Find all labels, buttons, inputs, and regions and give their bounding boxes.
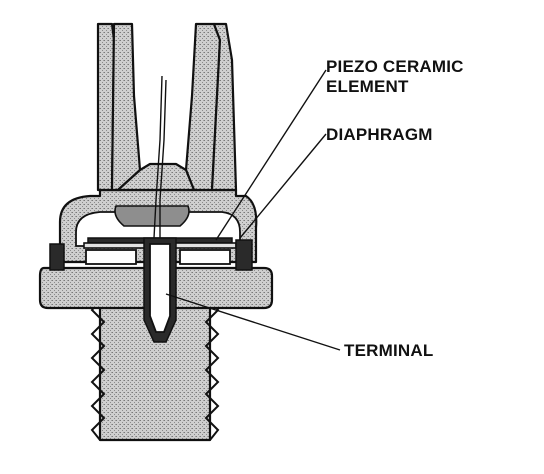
leader-piezo — [215, 69, 327, 241]
leader-terminal — [165, 293, 341, 351]
connector-left-wall — [110, 22, 142, 192]
base-pad-right — [179, 249, 231, 265]
terminal-insulator — [149, 243, 171, 333]
threaded-stud — [90, 298, 220, 442]
connector-outer-right — [210, 22, 238, 192]
label-terminal: TERMINAL — [344, 341, 433, 360]
clamp-right — [235, 239, 253, 271]
connector-bridge — [116, 162, 196, 192]
stud-thread-left — [90, 299, 106, 441]
label-diaphragm: DIAPHRAGM — [326, 125, 433, 144]
seismic-mass — [114, 205, 190, 227]
leader-diaphragm — [239, 133, 327, 239]
base-pad-left — [85, 249, 137, 265]
terminal-wire — [153, 75, 163, 239]
clamp-left — [49, 243, 65, 271]
label-piezo-line2: ELEMENT — [326, 77, 409, 96]
label-piezo-line1: PIEZO CERAMIC — [326, 57, 464, 76]
stud-thread-right — [204, 299, 220, 441]
terminal-wire-2 — [159, 79, 167, 238]
